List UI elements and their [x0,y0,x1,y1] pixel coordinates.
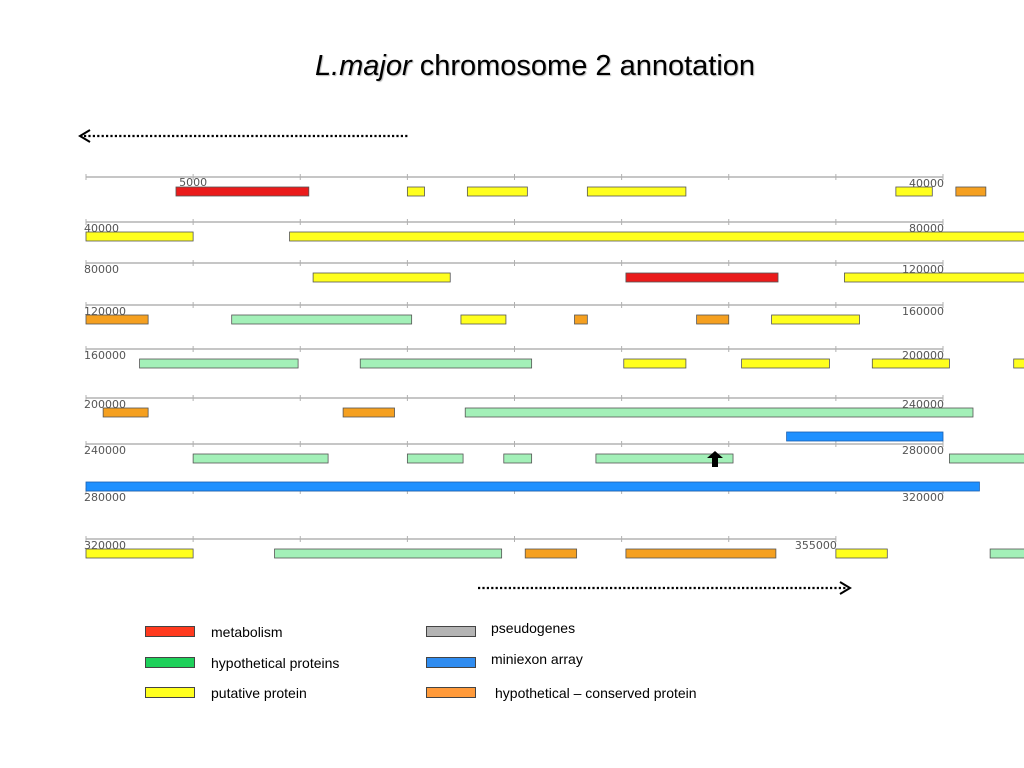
gene-putative [466,186,528,197]
gene-hypothetical [274,548,503,559]
gene-hypothetical [989,548,1024,559]
gene-putative [741,358,830,369]
ruler-start-label: 280000 [84,491,126,504]
ruler-mid-label: 5000 [179,176,207,189]
legend-label-putative: putative protein [211,685,307,701]
gene-miniexon [85,481,980,492]
ruler-start-label: 80000 [84,263,119,276]
legend-swatch-metabolism [145,626,195,637]
gene-conserved [102,407,149,418]
legend-swatch-conserved [426,687,476,698]
gene-hypothetical [359,358,533,369]
up-arrow-marker [707,451,723,467]
gene-putative [460,314,507,325]
gene-hypothetical [949,453,1024,464]
legend-swatch-putative [145,687,195,698]
gene-putative [844,272,1024,283]
gene-putative [85,231,194,242]
gene-putative [835,548,888,559]
gene-conserved [955,186,987,197]
gene-conserved [574,314,588,325]
ruler-end-label: 355000 [795,539,837,552]
title-text: chromosome 2 annotation [419,50,756,82]
gene-conserved [524,548,578,559]
gene-hypothetical [139,358,299,369]
gene-metabolism [625,272,779,283]
forward-strand-arrowhead [839,581,852,595]
gene-hypothetical [231,314,413,325]
gene-putative [771,314,860,325]
gene-putative [586,186,687,197]
gene-metabolism [175,186,310,197]
legend-label-conserved: hypothetical – conserved protein [495,685,697,701]
gene-hypothetical [406,453,464,464]
legend-label-metabolism: metabolism [211,624,283,640]
gene-conserved [625,548,777,559]
ruler-end-label: 160000 [902,305,944,318]
legend-swatch-pseudogene [426,626,476,637]
ruler-start-label: 160000 [84,349,126,362]
gene-hypothetical [595,453,734,464]
gene-putative [623,358,687,369]
gene-hypothetical [192,453,329,464]
gene-putative [1013,358,1024,369]
gene-conserved [342,407,395,418]
gene-hypothetical [464,407,974,418]
organism-name: L.major [314,50,412,82]
page-title: L.major chromosome 2 annotation [0,50,1024,83]
legend-label-hypothetical: hypothetical proteins [211,655,340,671]
gene-putative [85,548,194,559]
gene-putative [895,186,933,197]
gene-hypothetical [503,453,533,464]
ruler-start-label: 240000 [84,444,126,457]
legend-swatch-hypothetical [145,657,195,668]
gene-putative [289,231,1024,242]
legend-label-pseudogene: pseudogenes [491,620,576,636]
gene-putative [871,358,950,369]
ruler-end-label: 320000 [902,491,944,504]
gene-putative [406,186,425,197]
legend-swatch-miniexon [426,657,476,668]
gene-miniexon [786,431,944,442]
legend-label-miniexon: miniexon array [491,651,583,667]
ruler-end-label: 280000 [902,444,944,457]
gene-conserved [696,314,730,325]
reverse-strand-arrowhead [78,129,91,143]
gene-conserved [85,314,149,325]
gene-putative [312,272,451,283]
